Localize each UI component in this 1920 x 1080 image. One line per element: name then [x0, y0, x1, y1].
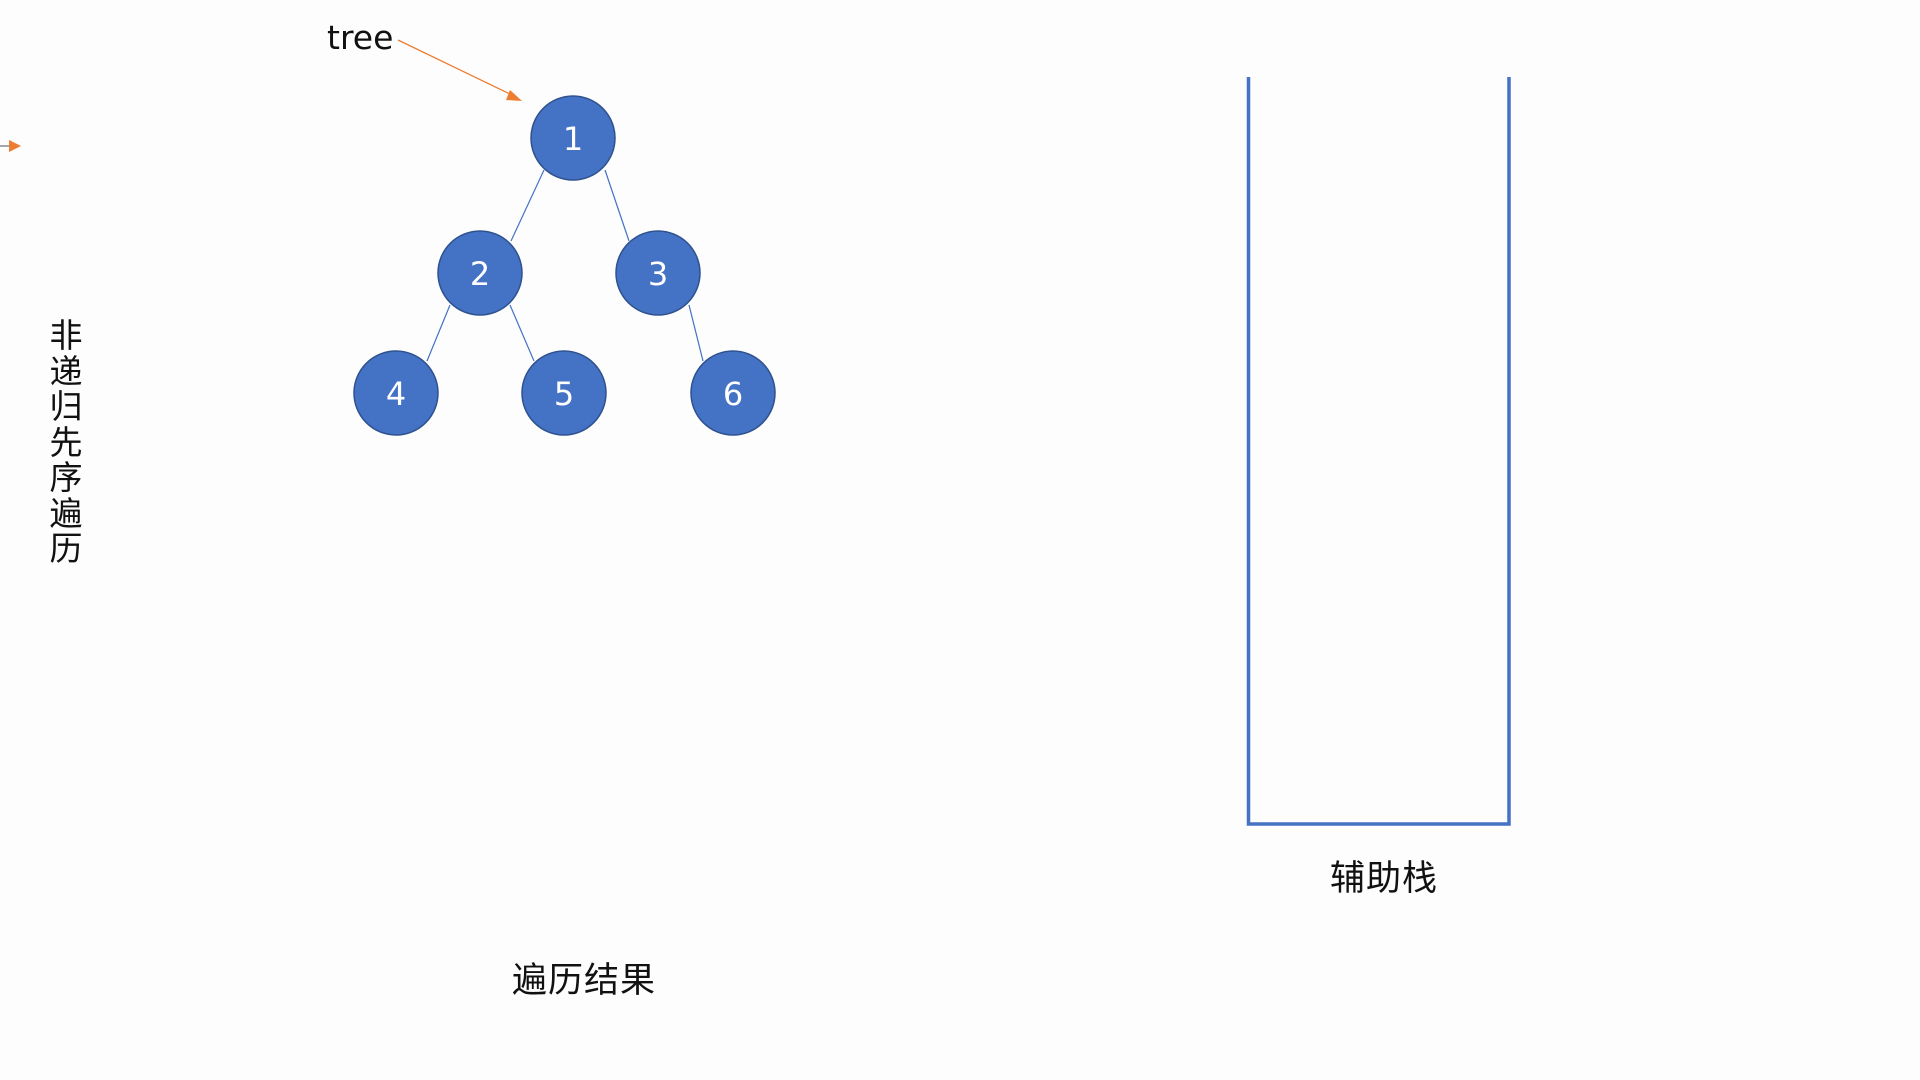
node-label: 6 [723, 375, 743, 413]
edge-1-2 [510, 169, 545, 242]
edge-2-4 [426, 304, 451, 362]
node-label: 5 [554, 375, 574, 413]
tree-node-3: 3 [615, 230, 701, 316]
node-label: 3 [648, 255, 668, 293]
tree-pointer-label: tree [327, 18, 394, 57]
traversal-result-label: 遍历结果 [512, 961, 657, 1001]
edge-2-5 [509, 304, 535, 362]
edge-1-3 [604, 169, 630, 242]
node-label: 2 [470, 255, 490, 293]
edge-3-6 [688, 304, 704, 362]
tree-node-1: 1 [530, 95, 616, 181]
node-label: 4 [386, 375, 406, 413]
tree-pointer-arrow [397, 39, 522, 101]
tree-node-6: 6 [690, 350, 776, 436]
auxiliary-stack-container [1246, 77, 1511, 826]
node-label: 1 [563, 120, 583, 158]
tree-edges [426, 169, 704, 362]
tree-node-4: 4 [353, 350, 439, 436]
tree-node-5: 5 [521, 350, 607, 436]
tree-node-2: 2 [437, 230, 523, 316]
auxiliary-stack-label: 辅助栈 [1330, 859, 1439, 899]
left-edge-arrow-icon [0, 140, 21, 152]
side-title: 非递归先序遍历 [49, 316, 83, 568]
